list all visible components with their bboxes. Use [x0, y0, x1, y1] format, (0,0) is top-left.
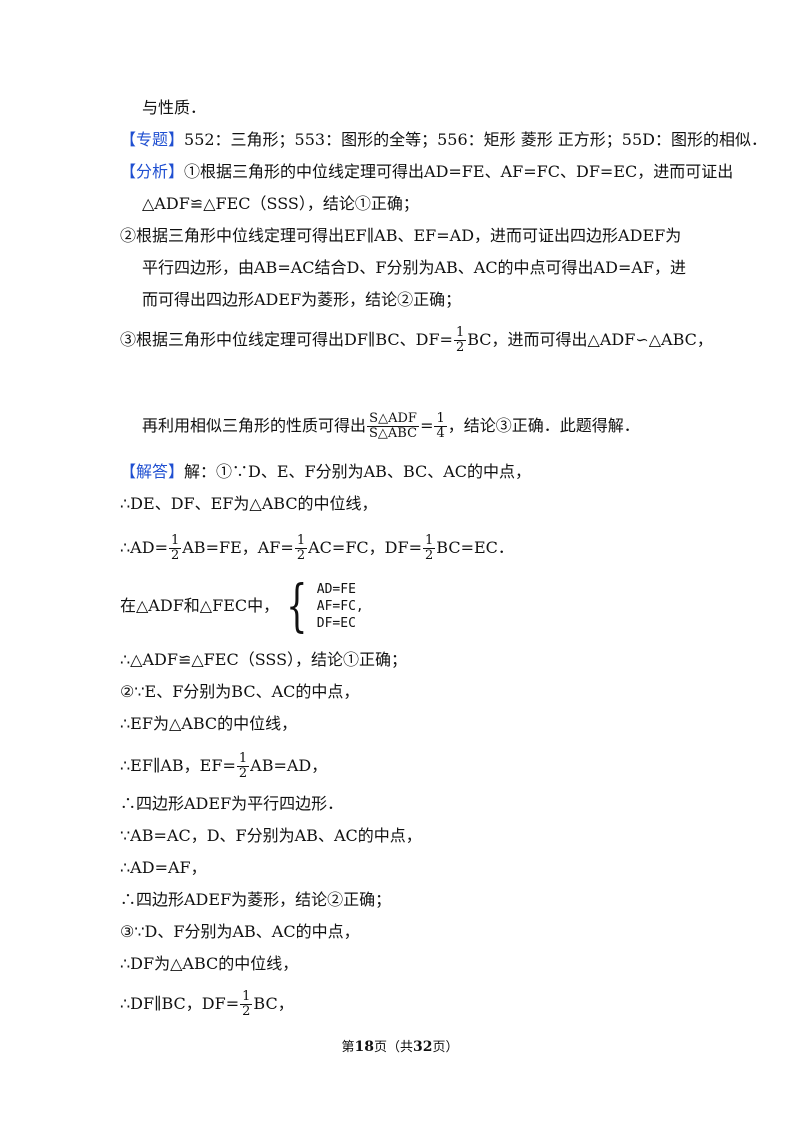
analysis-tag: 【分析】 — [120, 162, 185, 181]
solution-line-13: ③∵D、F分别为AB、AC的中点， — [120, 922, 360, 941]
solution-line-11: ∴AD=AF， — [120, 858, 207, 877]
solution-line-10: ∵AB=AC，D、F分别为AB、AC的中点， — [120, 826, 422, 845]
solution-line-1: 【解答】解：①∵D、E、F分别为AB、BC、AC的中点， — [120, 462, 532, 481]
solution-line-14: ∴DF为△ABC的中位线， — [120, 954, 299, 973]
page-footer: 第18页（共32页） — [341, 1039, 459, 1055]
topic-line: 【专题】552：三角形；553：图形的全等；556：矩形 菱形 正方形；55D：… — [120, 130, 767, 149]
analysis-line-4: 平行四边形，由AB=AC结合D、F分别为AB、AC的中点可得出AD=AF，进 — [142, 258, 687, 277]
solution-line-2: ∴DE、DF、EF为△ABC的中位线， — [120, 494, 378, 513]
topic-tag: 【专题】 — [120, 130, 185, 149]
analysis-line-2: △ADF≌△FEC（SSS），结论①正确； — [142, 194, 419, 213]
solution-line-7: ∴EF为△ABC的中位线， — [120, 714, 298, 733]
solution-line-6: ②∵E、F分别为BC、AC的中点， — [120, 682, 360, 701]
analysis-line-1: 【分析】①根据三角形的中位线定理可得出AD=FE、AF=FC、DF=EC，进而可… — [120, 162, 734, 181]
solution-line-5: ∴△ADF≌△FEC（SSS），结论①正确； — [120, 650, 408, 669]
page-number: 18 — [354, 1039, 374, 1055]
text-line-1: 与性质． — [142, 98, 207, 117]
solution-line-12: ∴四边形ADEF为菱形，结论②正确； — [120, 890, 392, 909]
page-total: 32 — [413, 1039, 433, 1055]
solution-tag: 【解答】 — [120, 462, 185, 481]
solution-line-9: ∴四边形ADEF为平行四边形． — [120, 794, 344, 813]
analysis-line-5: 而可得出四边形ADEF为菱形，结论②正确； — [142, 290, 462, 309]
analysis-line-3: ②根据三角形中位线定理可得出EF∥AB、EF=AD，进而可证出四边形ADEF为 — [120, 226, 682, 245]
brace-icon: { — [286, 573, 308, 639]
